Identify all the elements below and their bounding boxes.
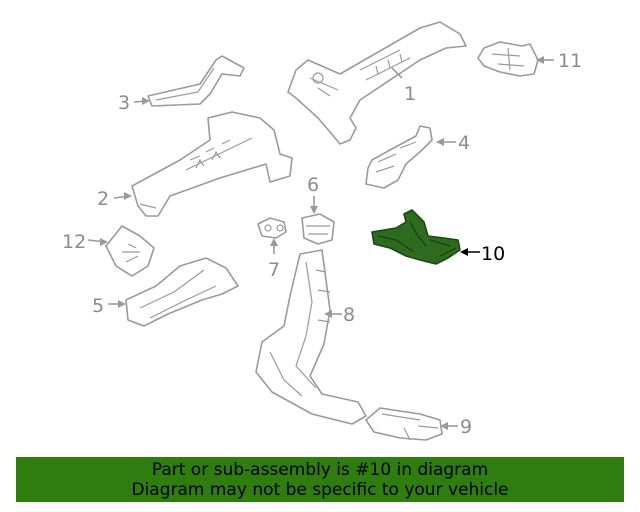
callout-2: 2: [97, 188, 109, 210]
part-7-sensor[interactable]: [257, 217, 287, 239]
callout-1: 1: [404, 83, 416, 105]
callout-5: 5: [92, 295, 104, 317]
part-6-clip[interactable]: [301, 213, 335, 245]
part-8-duct[interactable]: [255, 249, 367, 425]
banner-line-1: Part or sub-assembly is #10 in diagram: [151, 460, 489, 480]
banner-line-2: Diagram may not be specific to your vehi…: [131, 480, 509, 500]
part-9-duct[interactable]: [365, 407, 443, 441]
callout-12: 12: [62, 231, 86, 253]
part-1-duct[interactable]: [287, 21, 467, 145]
callout-8: 8: [343, 304, 355, 326]
part-12-bracket[interactable]: [105, 225, 155, 277]
part-11-bracket[interactable]: [477, 41, 539, 77]
part-4-duct[interactable]: [365, 125, 433, 189]
info-banner: Part or sub-assembly is #10 in diagram D…: [16, 457, 624, 502]
part-5-duct[interactable]: [125, 257, 239, 327]
callout-3: 3: [118, 92, 130, 114]
callout-11: 11: [558, 50, 582, 72]
part-3-duct[interactable]: [147, 55, 245, 107]
callout-6: 6: [307, 174, 319, 196]
part-10-duct-highlighted[interactable]: [371, 209, 461, 265]
callout-7: 7: [268, 259, 280, 281]
callout-10: 10: [481, 243, 505, 265]
callout-4: 4: [458, 132, 470, 154]
part-2-duct[interactable]: [131, 111, 293, 217]
callout-9: 9: [460, 416, 472, 438]
